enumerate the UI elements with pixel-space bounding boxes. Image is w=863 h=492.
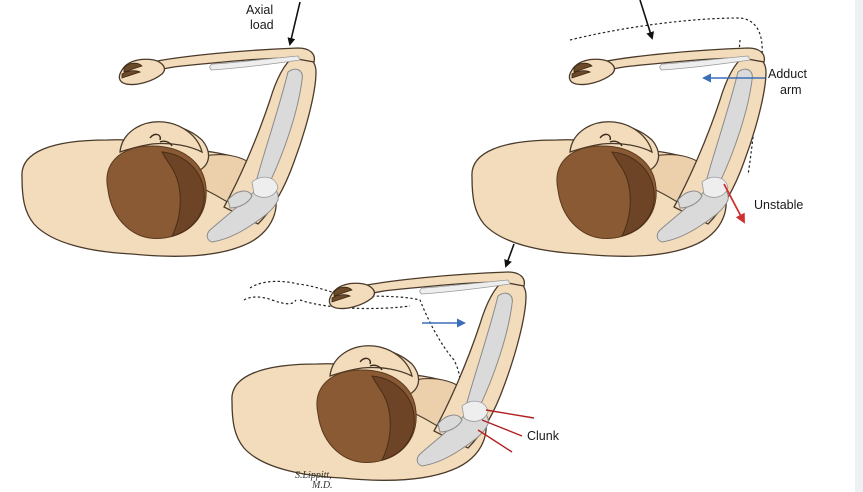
clunk-line-2: [481, 419, 523, 437]
clunk-lines: [477, 409, 535, 453]
previous-hand-outline: [243, 296, 297, 305]
patient-figure-1: [21, 47, 317, 258]
axial-load-arrow: [287, 1, 301, 46]
unstable-arrow: [723, 183, 745, 224]
patient-figure-3: [231, 271, 527, 482]
adduct-arm-label-line1: Adduct: [768, 67, 807, 81]
axial-load-label-line1: Axial: [246, 3, 273, 17]
unstable-label: Unstable: [754, 198, 803, 212]
clunk-line-1: [485, 409, 535, 419]
panel-axial-load: Axial load: [21, 1, 317, 258]
patient-figure-2: [471, 47, 767, 258]
sidebar-strip: [855, 0, 863, 492]
panel-clunk: Clunk: [231, 243, 560, 482]
previous-arm-lower-outline: [299, 299, 411, 310]
clunk-label: Clunk: [527, 429, 560, 443]
load-arrow-2: [639, 0, 655, 40]
axial-load-label-line2: load: [250, 18, 274, 32]
load-arrow-3: [504, 243, 515, 268]
clunk-line-3: [477, 429, 513, 453]
panel-adduct-arm: Adduct arm Unstable: [471, 0, 807, 258]
signature-line2: M.D.: [311, 480, 333, 491]
previous-arm-outline: [569, 17, 763, 176]
signature-line1: S.Lippitt,: [295, 470, 332, 481]
adduct-arm-label-line2: arm: [780, 83, 802, 97]
artist-signature: S.Lippitt, M.D.: [295, 470, 333, 491]
